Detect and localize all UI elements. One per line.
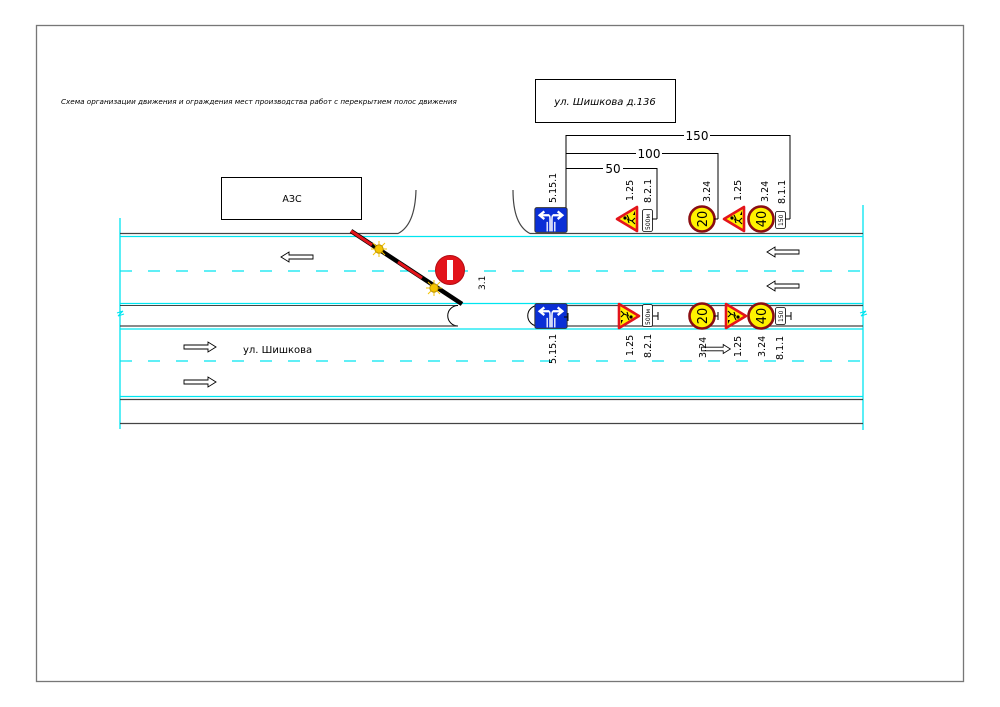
sign-code: 1.25 <box>625 335 636 356</box>
warning-lamp-icon <box>370 240 388 258</box>
dim-bg <box>684 127 710 141</box>
gas-station-label: АЗС <box>282 194 302 205</box>
sign-code: 5.15.1 <box>548 173 559 203</box>
direction-arrow-right-icon <box>183 341 217 353</box>
lane-direction-sign-icon <box>533 206 569 234</box>
road-works-sign-icon <box>722 205 746 233</box>
plate-code: 8.2.1 <box>643 334 654 358</box>
upper-curb-left <box>120 189 417 235</box>
speed-limit-40-sign-icon: 40 <box>747 205 775 233</box>
direction-arrow-left-icon <box>280 251 314 263</box>
lane-direction-sign-icon <box>533 302 569 330</box>
upper-sign-group: 5.15.1 1.25 500м 8.2.1 20 3.24 1.25 40 3… <box>533 173 790 234</box>
speed-limit-40-sign-icon: 40 <box>747 302 775 330</box>
direction-arrow-left-icon <box>766 246 800 258</box>
sign-code: 3.24 <box>698 337 709 358</box>
sign-code: 3.24 <box>702 181 713 202</box>
no-entry-sign-icon <box>435 255 465 285</box>
distance-plate <box>642 209 653 232</box>
plate-text: 500м <box>645 309 652 325</box>
lower-sign-group: 5.15.1 1.25 500м 8.2.1 20 3.24 1.25 40 3… <box>533 302 792 364</box>
plate-text: 150 <box>778 310 785 322</box>
barrier <box>349 229 464 306</box>
sheet-frame <box>35 24 965 683</box>
plate-code: 8.1.1 <box>777 180 788 204</box>
upper-curb-right <box>512 189 863 235</box>
road-works-sign-icon <box>615 205 639 233</box>
address-box <box>535 79 676 123</box>
speed-limit-20-sign-icon: 20 <box>688 302 716 330</box>
sign-code: 5.15.1 <box>548 334 559 364</box>
street-label: ул. Шишкова <box>243 345 312 356</box>
dimension-100: 100 <box>638 147 661 161</box>
dim-bg <box>636 145 662 159</box>
road-works-sign-icon <box>617 302 641 330</box>
sign-code: 1.25 <box>733 180 744 201</box>
gas-station-building <box>221 177 362 220</box>
plate-code: 8.1.1 <box>775 336 786 360</box>
sign-code: 3.24 <box>760 181 771 202</box>
dim-bg <box>603 160 623 174</box>
svg-text:20: 20 <box>696 211 711 228</box>
direction-arrow-right-icon <box>183 376 217 388</box>
address-label: ул. Шишкова д.136 <box>553 97 656 108</box>
warning-lamp-icon <box>425 279 443 297</box>
sign-code: 1.25 <box>625 180 636 201</box>
dimension-150: 150 <box>686 129 709 143</box>
sign-code: 1.25 <box>733 336 744 357</box>
dimension-50: 50 <box>605 162 620 176</box>
speed-limit-20-sign-icon: 20 <box>688 205 716 233</box>
sign-code: 3.24 <box>757 336 768 357</box>
distance-plate <box>775 307 786 325</box>
svg-text:20: 20 <box>696 308 711 325</box>
plate-code: 8.2.1 <box>643 179 654 203</box>
road <box>116 189 868 430</box>
scheme-title: Схема организации движения и ограждения … <box>61 97 457 106</box>
direction-arrow-left-icon <box>766 280 800 292</box>
no-entry-sign-code: 3.1 <box>478 276 488 290</box>
plate-text: 150 <box>778 214 785 226</box>
distance-plate <box>775 211 786 229</box>
distance-plate <box>642 304 653 327</box>
svg-text:40: 40 <box>755 308 770 325</box>
road-works-sign-icon <box>724 302 748 330</box>
svg-text:40: 40 <box>755 211 770 228</box>
plate-text: 500м <box>645 214 652 230</box>
